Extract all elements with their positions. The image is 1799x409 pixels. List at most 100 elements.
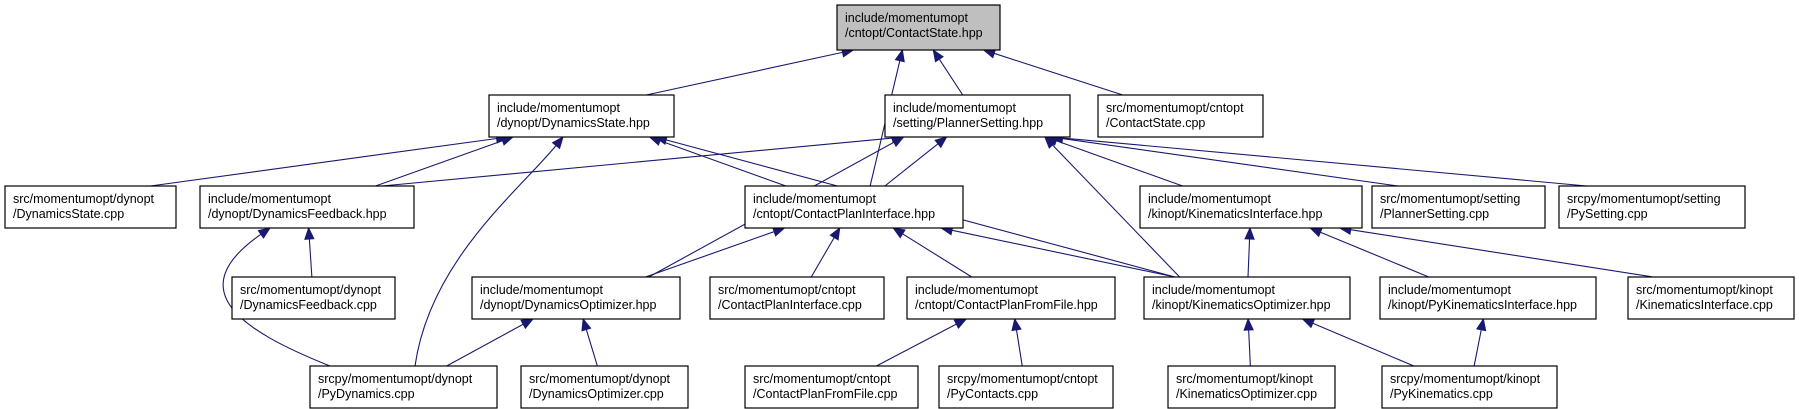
node-label-line: src/momentumopt/cntopt (753, 372, 891, 386)
edge-arrowhead (890, 136, 905, 148)
dependency-edge (1061, 137, 1399, 187)
file-node-box[interactable]: include/momentumopt/kinopt/KinematicsInt… (1139, 185, 1363, 229)
file-node-box[interactable]: include/momentumopt/cntopt/ContactPlanIn… (744, 185, 964, 229)
file-node-box[interactable]: include/momentumopt/cntopt/ContactPlanFr… (906, 276, 1116, 320)
edge-arrowhead (1011, 317, 1022, 332)
file-node-box[interactable]: include/momentumopt/dynopt/DynamicsState… (488, 94, 675, 138)
edge-arrowhead (1243, 317, 1254, 331)
edge-arrowhead (1043, 136, 1057, 149)
dependency-edge (876, 323, 958, 367)
node-label-line: src/momentumopt/dynopt (240, 283, 382, 297)
edge-arrowhead (520, 318, 535, 330)
edge-arrowhead (829, 226, 841, 241)
dependency-edge (1349, 229, 1653, 278)
dependency-edge (658, 139, 787, 187)
file-node-box[interactable]: src/momentumopt/cntopt/ContactPlanFromFi… (744, 365, 919, 409)
dependency-edge (1055, 139, 1183, 187)
dependency-edge (901, 232, 973, 278)
file-node-box[interactable]: src/momentumopt/kinopt/KinematicsOptimiz… (1167, 365, 1336, 409)
edge-arrowhead (934, 136, 948, 149)
node-label-line: include/momentumopt (893, 101, 1017, 115)
dependency-edge (150, 137, 498, 187)
edge-arrowhead (551, 135, 564, 150)
node-border (1381, 365, 1558, 409)
edge-arrowhead (1301, 318, 1316, 329)
node-label-line: include/momentumopt (208, 192, 332, 206)
file-node-box[interactable]: src/momentumopt/dynopt/DynamicsState.cpp (4, 185, 177, 229)
dependency-edge (993, 52, 1123, 96)
node-border (1143, 276, 1351, 320)
node-label-line: /DynamicsOptimizer.cpp (529, 387, 664, 401)
node-label-line: include/momentumopt (753, 192, 877, 206)
node-label-line: /cntopt/ContactPlanFromFile.hpp (915, 298, 1098, 312)
file-node-box[interactable]: srcpy/momentumopt/dynopt/PyDynamics.cpp (309, 365, 498, 409)
file-node-box[interactable]: src/momentumopt/cntopt/ContactState.cpp (1097, 94, 1264, 138)
node-border (471, 276, 681, 320)
node-label-line: src/momentumopt/cntopt (718, 283, 856, 297)
file-node-box[interactable]: src/momentumopt/cntopt/ContactPlanInterf… (709, 276, 885, 320)
node-label-line: include/momentumopt (845, 11, 969, 25)
file-node-box[interactable]: src/momentumopt/kinopt/KinematicsInterfa… (1627, 276, 1795, 320)
node-border (488, 94, 675, 138)
node-border (309, 365, 498, 409)
edge-arrowhead (1476, 317, 1487, 332)
node-border (1379, 276, 1597, 320)
dependency-edge (810, 236, 836, 278)
node-border (884, 94, 1071, 138)
node-label-line: /PlannerSetting.cpp (1380, 207, 1489, 221)
node-label-line: /PyContacts.cpp (947, 387, 1038, 401)
file-node-box[interactable]: include/momentumopt/setting/PlannerSetti… (884, 94, 1071, 138)
node-label-line: include/momentumopt (1148, 192, 1272, 206)
node-label-line: src/momentumopt/setting (1380, 192, 1520, 206)
node-label-line: src/momentumopt/kinopt (1636, 283, 1773, 297)
root-node-box[interactable]: include/momentumopt/cntopt/ContactState.… (836, 4, 1001, 51)
file-node-box[interactable]: src/momentumopt/dynopt/DynamicsOptimizer… (520, 365, 689, 409)
dependency-edge (585, 328, 598, 367)
node-label-line: src/momentumopt/dynopt (529, 372, 671, 386)
file-node-box[interactable]: include/momentumopt/dynopt/DynamicsOptim… (471, 276, 681, 320)
file-node-box[interactable]: srcpy/momentumopt/kinopt/PyKinematics.cp… (1381, 365, 1558, 409)
file-node-box[interactable]: srcpy/momentumopt/setting/PySetting.cpp (1558, 185, 1746, 229)
edge-arrowhead (892, 227, 906, 239)
file-node-box[interactable]: include/momentumopt/kinopt/PyKinematicsI… (1379, 276, 1597, 320)
node-border (1167, 365, 1336, 409)
file-node-box[interactable]: include/momentumopt/dynopt/DynamicsFeedb… (199, 185, 415, 229)
node-layer: include/momentumopt/cntopt/ContactState.… (4, 4, 1795, 409)
node-border (1371, 185, 1546, 229)
edge-arrowhead (1309, 227, 1323, 238)
node-border (1139, 185, 1363, 229)
file-node-box[interactable]: srcpy/momentumopt/cntopt/PyContacts.cpp (938, 365, 1114, 409)
dependency-edge (646, 51, 844, 96)
node-label-line: include/momentumopt (497, 101, 621, 115)
node-label-line: /cntopt/ContactPlanInterface.hpp (753, 207, 935, 221)
node-label-line: include/momentumopt (915, 283, 1039, 297)
file-node-box[interactable]: include/momentumopt/kinopt/KinematicsOpt… (1143, 276, 1351, 320)
node-label-line: src/momentumopt/cntopt (1106, 101, 1244, 115)
node-label-line: /DynamicsFeedback.cpp (240, 298, 377, 312)
node-label-line: /ContactState.cpp (1106, 116, 1205, 130)
edge-arrowhead (894, 48, 905, 63)
node-label-line: include/momentumopt (480, 283, 604, 297)
node-border (4, 185, 177, 229)
node-label-line: /KinematicsInterface.cpp (1636, 298, 1773, 312)
node-label-line: /dynopt/DynamicsOptimizer.hpp (480, 298, 657, 312)
node-border (520, 365, 689, 409)
node-border (1627, 276, 1795, 320)
dependency-edge (1247, 237, 1251, 278)
dependency-edge (645, 230, 776, 278)
dependency-edge (1248, 328, 1251, 367)
file-node-box[interactable]: src/momentumopt/setting/PlannerSetting.c… (1371, 185, 1546, 229)
dependency-edge (1051, 143, 1181, 278)
node-label-line: /kinopt/PyKinematicsInterface.hpp (1388, 298, 1577, 312)
node-label-line: /setting/PlannerSetting.hpp (893, 116, 1043, 130)
node-label-line: srcpy/momentumopt/cntopt (947, 372, 1098, 386)
dependency-edge (950, 229, 1176, 278)
edge-layer (150, 47, 1653, 367)
dependency-edge (1015, 328, 1023, 367)
node-label-line: /DynamicsState.cpp (13, 207, 124, 221)
node-border (1097, 94, 1264, 138)
file-node-box[interactable]: src/momentumopt/dynopt/DynamicsFeedback.… (231, 276, 396, 320)
edge-arrowhead (500, 135, 515, 146)
node-label-line: include/momentumopt (1152, 283, 1276, 297)
